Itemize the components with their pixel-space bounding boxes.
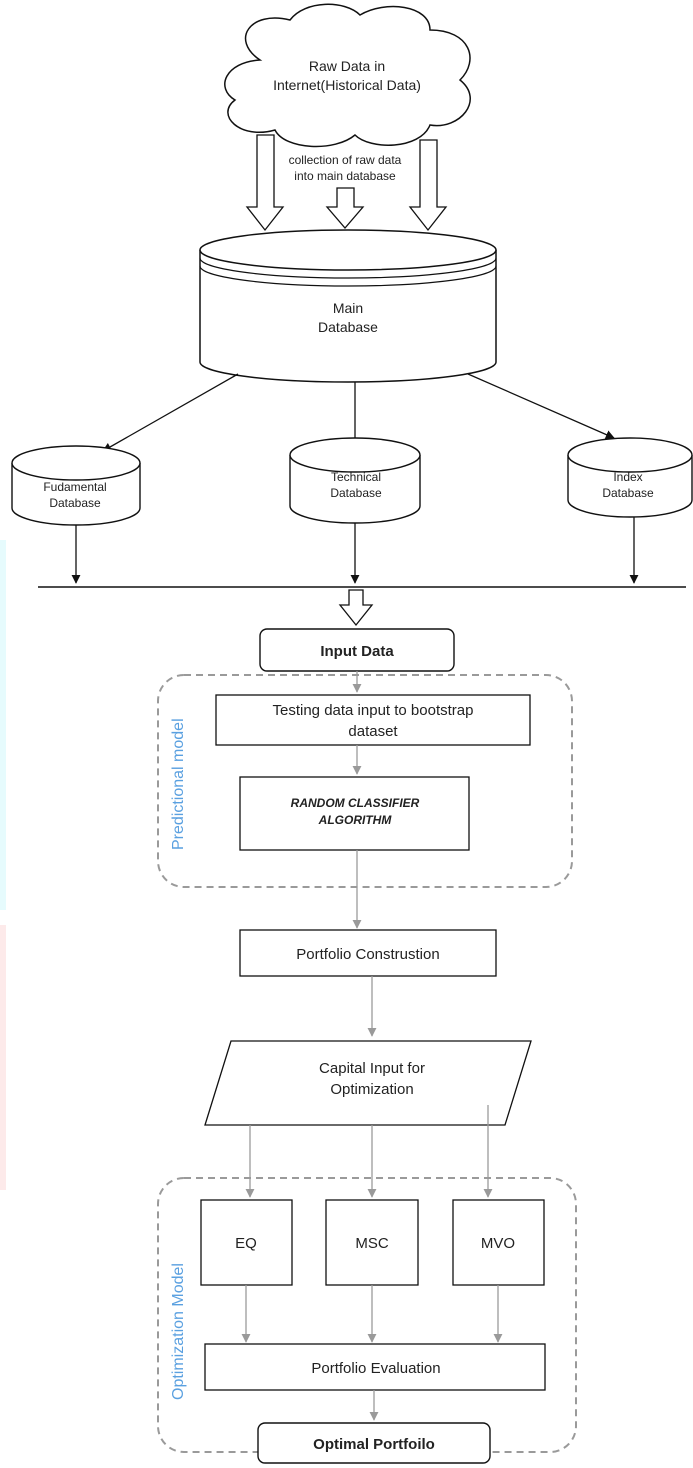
testing-data-label-line1: Testing data input to bootstrap xyxy=(273,702,474,719)
index-db-label-line2: Database xyxy=(602,486,654,500)
block-arrow-middle xyxy=(325,187,365,229)
fundamental-database: Fudamental Database xyxy=(11,445,141,526)
technical-db-label-line2: Database xyxy=(330,486,382,500)
collection-note-line2: into main database xyxy=(294,169,396,183)
predictional-model-label: Predictional model xyxy=(170,718,187,850)
portfolio-construction-label: Portfolio Construstion xyxy=(296,946,439,963)
capital-input-label-line2: Optimization xyxy=(330,1081,413,1098)
capital-input-box: Capital Input for Optimization xyxy=(204,1040,532,1126)
portfolio-evaluation-box: Portfolio Evaluation xyxy=(204,1343,546,1391)
cloud-label-line1: Raw Data in xyxy=(309,58,385,74)
classifier-label-line2: ALGORITHM xyxy=(318,813,393,827)
method-mvo-box: MVO xyxy=(452,1199,545,1286)
cloud-label-line2: Internet(Historical Data) xyxy=(273,77,421,93)
classifier-box: RANDOM CLASSIFIER ALGORITHM xyxy=(239,776,470,851)
testing-data-label-line2: dataset xyxy=(348,723,398,740)
predictional-model-group: Predictional model xyxy=(157,674,573,888)
testing-data-box: Testing data input to bootstrap dataset xyxy=(215,694,531,746)
technical-database: Technical Database xyxy=(289,437,421,524)
main-database: Main Database xyxy=(199,229,497,383)
input-data-label: Input Data xyxy=(320,643,394,660)
fundamental-db-label-line2: Database xyxy=(49,496,101,510)
method-msc-label: MSC xyxy=(355,1235,389,1252)
side-tint-bottom xyxy=(0,925,6,1190)
method-msc-box: MSC xyxy=(325,1199,419,1286)
optimization-model-label: Optimization Model xyxy=(170,1263,187,1400)
method-mvo-label: MVO xyxy=(481,1235,515,1252)
arrow-main-to-index xyxy=(467,373,615,439)
index-database: Index Database xyxy=(567,437,693,518)
main-db-label-line2: Database xyxy=(318,319,378,335)
optimal-portfolio-label: Optimal Portfoilo xyxy=(313,1436,435,1453)
portfolio-construction-box: Portfolio Construstion xyxy=(239,929,497,977)
arrow-main-to-fundamental xyxy=(102,373,239,452)
optimal-portfolio-box: Optimal Portfoilo xyxy=(257,1422,491,1464)
method-eq-box: EQ xyxy=(200,1199,293,1286)
index-db-label-line1: Index xyxy=(613,470,642,484)
input-data-box: Input Data xyxy=(259,628,455,672)
block-arrow-left xyxy=(245,134,285,232)
collection-note-line1: collection of raw data xyxy=(289,153,402,167)
technical-db-label-line1: Technical xyxy=(331,470,381,484)
classifier-label-line1: RANDOM CLASSIFIER xyxy=(291,796,420,810)
collection-arrows xyxy=(245,134,448,232)
portfolio-evaluation-label: Portfolio Evaluation xyxy=(311,1360,440,1377)
capital-input-label-line1: Capital Input for xyxy=(319,1060,425,1077)
block-arrow-to-input xyxy=(338,589,374,627)
block-arrow-right xyxy=(408,139,448,232)
method-eq-label: EQ xyxy=(235,1235,257,1252)
side-tint-top xyxy=(0,540,6,910)
raw-data-cloud: Raw Data in Internet(Historical Data) xyxy=(224,3,471,148)
fundamental-db-label-line1: Fudamental xyxy=(43,480,106,494)
main-db-label-line1: Main xyxy=(333,300,363,316)
